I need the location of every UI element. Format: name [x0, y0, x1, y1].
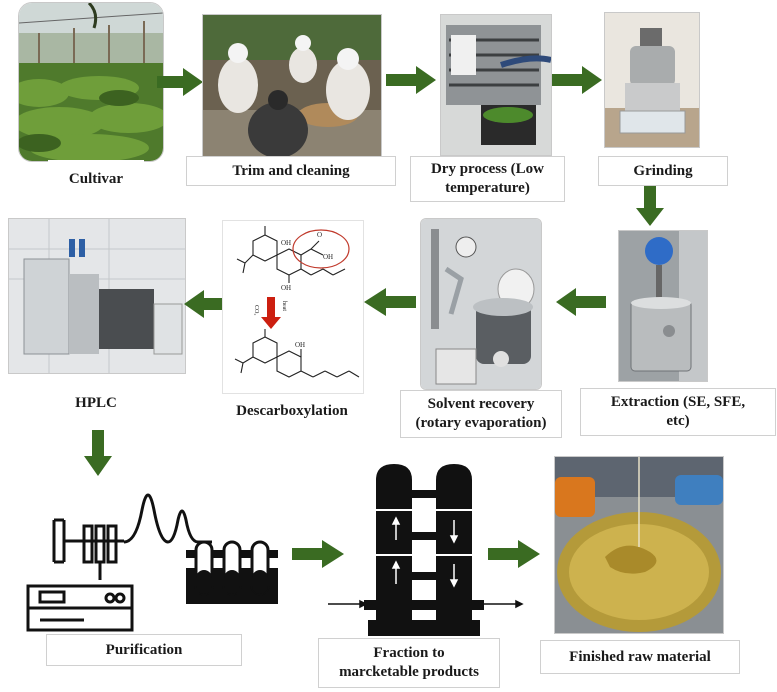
label-trim: Trim and cleaning — [186, 156, 396, 186]
flow-arrow-trim-dry — [386, 66, 436, 94]
label-extraction-line2: etc) — [666, 413, 690, 429]
flow-arrow-decarb-hplc — [184, 290, 230, 318]
grinding-photo — [604, 12, 700, 148]
hplc-photo — [8, 218, 186, 374]
label-trim-text: Trim and cleaning — [232, 162, 350, 179]
label-grinding: Grinding — [598, 156, 728, 186]
cultivar-photo — [18, 2, 164, 162]
label-finished: Finished raw material — [540, 640, 740, 674]
reagent-co2: CO₂ — [253, 305, 259, 315]
label-decarb-text: Descarboxylation — [236, 402, 348, 419]
flow-arrow-solvent-decarb — [364, 288, 416, 316]
decarboxylation-diagram: OH O OH OH CO₂ heat OH — [222, 220, 364, 394]
label-solvent: Solvent recovery (rotary evaporation) — [400, 390, 562, 438]
label-dry: Dry process (Low temperature) — [410, 156, 565, 202]
label-solvent-line1: Solvent recovery — [427, 396, 535, 412]
carboxyl-circle — [292, 229, 350, 269]
label-cultivar-text: Cultivar — [68, 170, 124, 187]
label-cultivar: Cultivar — [48, 160, 144, 198]
label-fraction-line2: marcketable products — [339, 664, 479, 680]
label-solvent-line2: (rotary evaporation) — [415, 415, 547, 431]
flow-arrow-grinding-extraction — [636, 186, 664, 226]
atom-o: O — [317, 231, 322, 239]
purification-icon — [24, 480, 280, 632]
label-dry-line2: temperature) — [445, 180, 530, 196]
label-finished-text: Finished raw material — [569, 648, 711, 665]
atom-oh-phenol: OH — [281, 284, 291, 292]
dry-process-photo — [440, 14, 552, 156]
label-purification: Purification — [46, 634, 242, 666]
flow-arrow-purification-fraction — [292, 540, 344, 568]
solvent-recovery-photo — [420, 218, 542, 390]
flow-arrow-hplc-purification — [84, 430, 112, 476]
label-purification-text: Purification — [105, 641, 183, 658]
flow-arrow-extraction-solvent — [556, 288, 606, 316]
label-fraction: Fraction to marcketable products — [318, 638, 500, 688]
label-grinding-text: Grinding — [633, 162, 693, 179]
flow-arrow-dry-grinding — [552, 66, 602, 94]
flow-arrow-fraction-finished — [488, 540, 540, 568]
decarb-red-arrow — [261, 297, 281, 329]
flow-arrow-cultivar-trim — [157, 68, 203, 96]
label-hplc-text: HPLC — [75, 394, 117, 411]
extraction-photo — [618, 230, 708, 382]
label-dry-line1: Dry process (Low — [430, 161, 545, 177]
label-decarb: Descarboxylation — [220, 398, 364, 424]
label-extraction: Extraction (SE, SFE, etc) — [580, 388, 776, 436]
atom-oh-top: OH — [281, 239, 291, 247]
condition-heat: heat — [281, 301, 287, 311]
trim-photo — [202, 14, 382, 158]
label-hplc: HPLC — [8, 388, 184, 418]
label-extraction-line1: Extraction (SE, SFE, — [610, 394, 746, 410]
finished-material-photo — [554, 456, 724, 634]
fractionation-column-icon — [324, 460, 524, 636]
label-fraction-line1: Fraction to — [373, 645, 445, 661]
atom-oh-bottom: OH — [295, 341, 305, 349]
atom-oh-acid: OH — [323, 253, 333, 261]
